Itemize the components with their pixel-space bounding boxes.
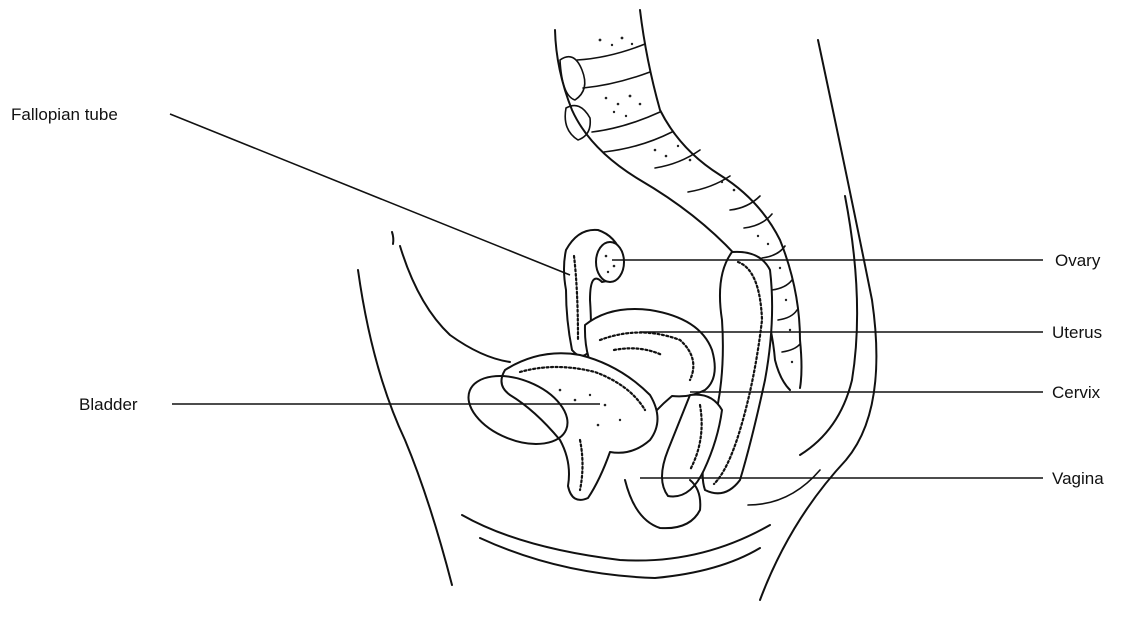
label-cervix: Cervix: [1052, 383, 1101, 402]
label-uterus: Uterus: [1052, 323, 1102, 342]
leader-fallopian-tube: [170, 114, 570, 275]
label-fallopian-tube: Fallopian tube: [11, 105, 118, 124]
label-vagina: Vagina: [1052, 469, 1104, 488]
label-ovary: Ovary: [1055, 251, 1101, 270]
label-bladder: Bladder: [79, 395, 138, 414]
ovary: [596, 242, 624, 282]
